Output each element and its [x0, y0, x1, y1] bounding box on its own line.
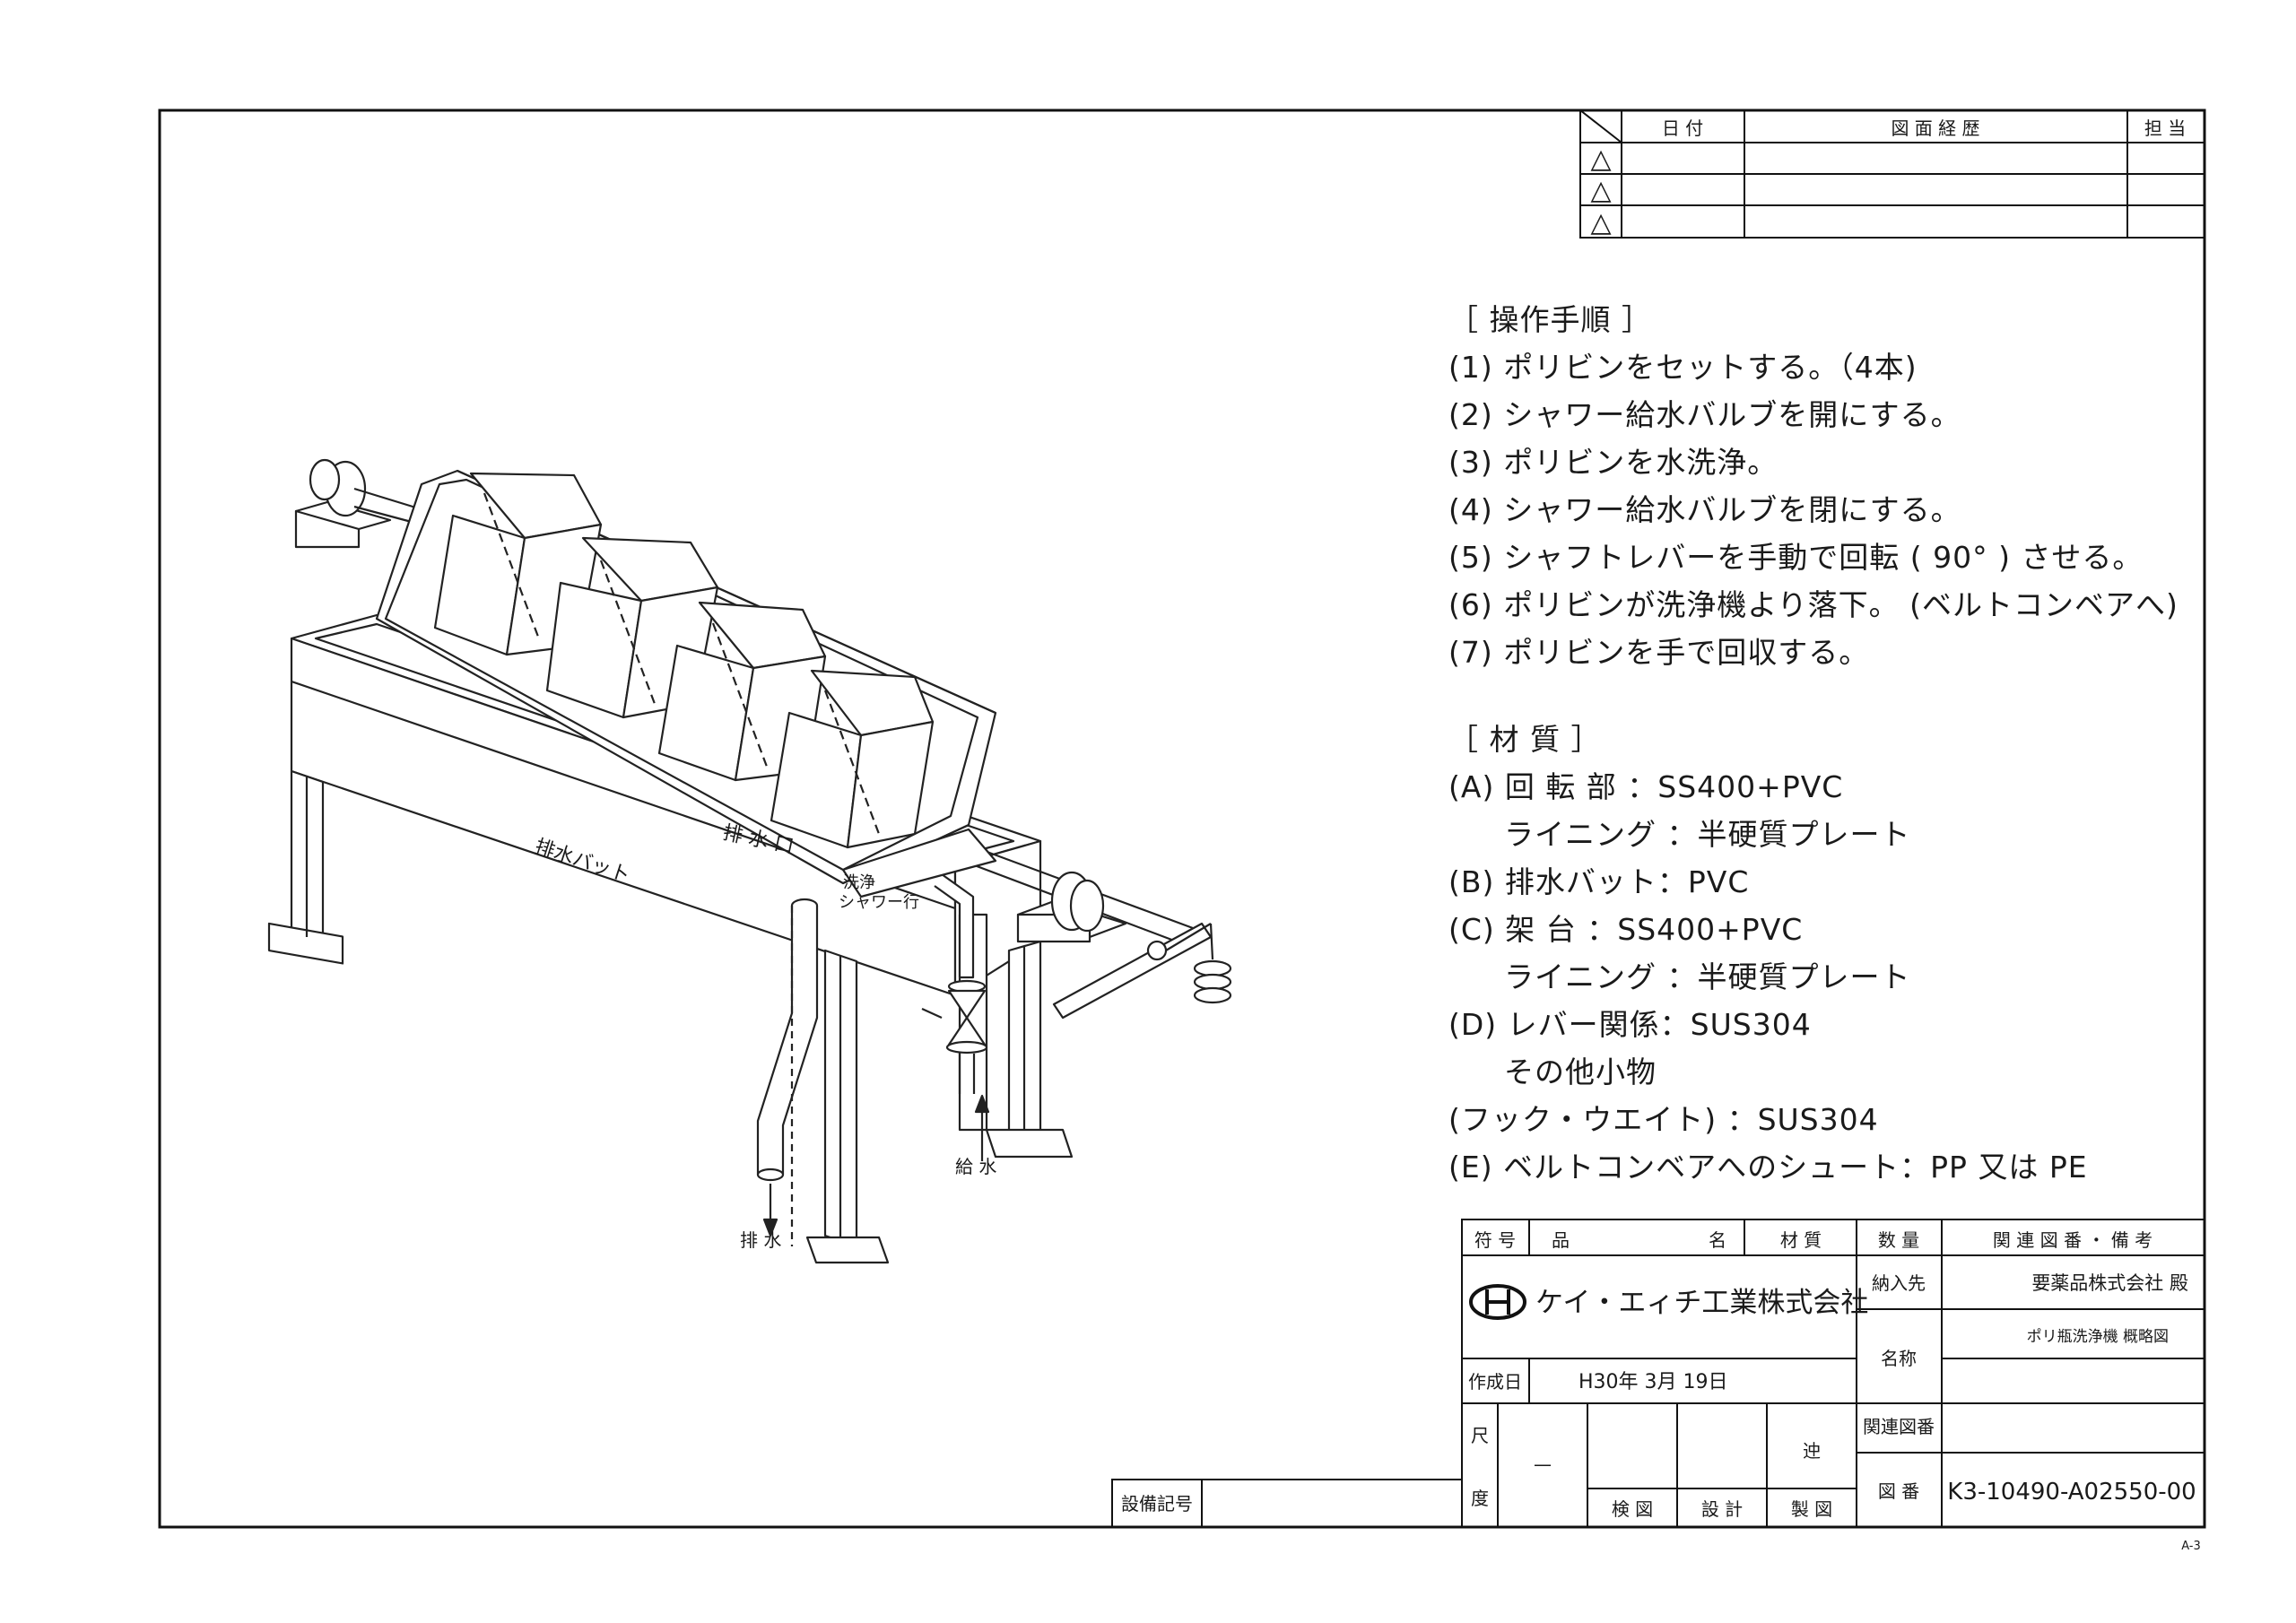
label-shower-line-2: シャワー行 — [839, 893, 919, 912]
procedure-step-4: (4) シャワー給水バルブを閉にする。 — [1448, 492, 1961, 527]
delivery-label: 納入先 — [1872, 1272, 1926, 1294]
left-bearing — [294, 458, 422, 549]
design-label: 設 計 — [1701, 1498, 1743, 1520]
material-item-e: (E) ベルトコンベアへのシュート：PP 又は PE — [1448, 1150, 2088, 1185]
belt-conveyor-chute — [841, 828, 997, 898]
col-related-notes: 関 連 図 番 ・ 備 考 — [1993, 1229, 2152, 1251]
material-item-b: (B) 排水バット：PVC — [1448, 864, 1750, 899]
procedure-step-3: (3) ポリビンを水洗浄。 — [1448, 445, 1779, 480]
water-supply-pipe — [921, 873, 990, 1161]
created-value: H30年 3月 19日 — [1578, 1371, 1728, 1393]
revision-mark-3: △ — [1590, 207, 1611, 239]
procedure-step-2: (2) シャワー給水バルブを開にする。 — [1448, 397, 1961, 432]
drawing-number: K3-10490-A02550-00 — [1947, 1479, 2196, 1506]
material-item-c: (C) 架 台 ：SS400+PVC — [1448, 912, 1804, 947]
col-name-1: 品 — [1552, 1229, 1570, 1251]
washer-machine-drawing — [267, 458, 1232, 1264]
title-block-grid — [1111, 1219, 2205, 1528]
material-item-d-hook: (フック・ウエイト) ：SUS304 — [1448, 1102, 1879, 1137]
procedure-step-1: (1) ポリビンをセットする。（4本) — [1448, 350, 1918, 385]
label-water-supply: 給 水 — [955, 1156, 996, 1177]
material-item-d-other: その他小物 — [1504, 1055, 1657, 1089]
scale-value: — — [1534, 1454, 1552, 1475]
drawing-number-label: 図 番 — [1878, 1480, 1919, 1502]
delivery-value: 要薬品株式会社 殿 — [2031, 1272, 2188, 1294]
col-material: 材 質 — [1780, 1229, 1822, 1251]
check-label: 検 図 — [1612, 1498, 1653, 1520]
procedure-step-7: (7) ポリビンを手で回収する。 — [1448, 635, 1870, 670]
procedure-step-5: (5) シャフトレバーを手動で回転 ( 90° ) させる。 — [1448, 540, 2144, 575]
procedure-heading: ［ 操作手順 ］ — [1448, 302, 1652, 337]
label-shower-line-1: 洗浄 — [843, 873, 875, 892]
created-label: 作成日 — [1468, 1371, 1522, 1393]
revision-date-header: 日 付 — [1662, 117, 1703, 139]
material-item-a: (A) 回 転 部 ：SS400+PVC — [1448, 769, 1844, 804]
material-item-d: (D) レバー関係：SUS304 — [1448, 1007, 1812, 1042]
revision-mark-2: △ — [1590, 175, 1611, 206]
revision-table — [1579, 109, 2205, 239]
name-label: 名称 — [1881, 1348, 1917, 1369]
procedure-step-6: (6) ポリビンが洗浄機より落下。 (ベルトコンベアへ) — [1448, 587, 2179, 622]
label-drain: 排 水 — [740, 1229, 781, 1251]
materials-heading: ［ 材 質 ］ — [1448, 722, 1602, 757]
col-name-2: 名 — [1709, 1229, 1726, 1251]
related-drawing-label: 関連図番 — [1863, 1416, 1935, 1437]
material-item-c-lining: ライニング ：半硬質プレート — [1504, 959, 1911, 994]
name-value: ポリ瓶洗浄機 概略図 — [2027, 1328, 2169, 1346]
rotating-drum — [375, 469, 997, 885]
sheet-size: A-3 — [2181, 1540, 2201, 1553]
approval-label: 迚 — [1803, 1440, 1821, 1462]
revision-mark-1: △ — [1590, 143, 1611, 175]
revision-history-header: 図 面 経 歴 — [1891, 117, 1979, 139]
scale-label-1: 尺 — [1471, 1425, 1489, 1446]
drain-pipe — [756, 898, 819, 1246]
draft-label: 製 図 — [1791, 1498, 1832, 1520]
company-name: ケイ・エィチ工業株式会社 — [1535, 1287, 1868, 1319]
material-item-a-lining: ライニング ：半硬質プレート — [1504, 817, 1911, 852]
scale-label-2: 度 — [1471, 1488, 1489, 1509]
equipment-code-label: 設備記号 — [1121, 1493, 1193, 1515]
shaft-and-lever — [950, 837, 1232, 1020]
revision-person-header: 担 当 — [2144, 117, 2186, 139]
col-quantity: 数 量 — [1878, 1229, 1919, 1251]
col-symbol: 符 号 — [1474, 1229, 1516, 1251]
company-logo — [1469, 1284, 1526, 1320]
